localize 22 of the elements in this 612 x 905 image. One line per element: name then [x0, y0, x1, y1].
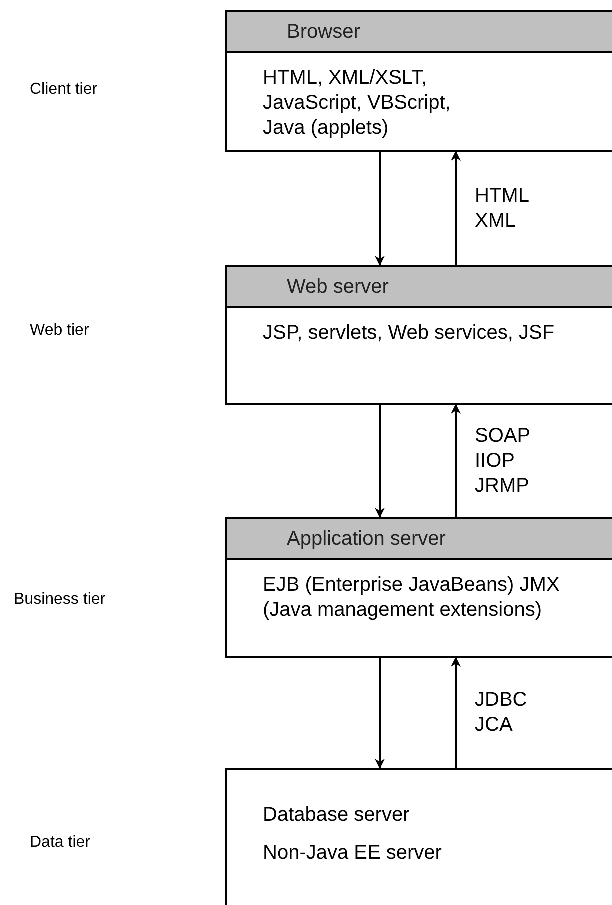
- tier-label: Business tier: [14, 590, 106, 610]
- box-text: Non-Java EE server: [263, 841, 443, 866]
- arrow: [375, 405, 385, 518]
- tier-label: Data tier: [30, 833, 90, 853]
- arrow: [451, 657, 461, 768]
- box-text: Database server: [263, 803, 411, 828]
- tier-label: Client tier: [30, 80, 98, 100]
- box-header: Browser: [227, 12, 612, 53]
- arrow: [451, 151, 461, 265]
- arrow: [375, 152, 385, 266]
- box-header: Application server: [227, 519, 612, 560]
- arrow: [375, 658, 385, 769]
- tier-box: [225, 517, 612, 658]
- box-header: Web server: [227, 267, 612, 308]
- tier-box: [225, 768, 612, 905]
- box-text: JSP, servlets, Web services, JSF: [263, 321, 556, 346]
- box-text: HTML, XML/XSLT, JavaScript, VBScript, Java (applets): [263, 66, 452, 141]
- arrow: [451, 404, 461, 517]
- box-text: EJB (Enterprise JavaBeans) JMX (Java management extensions): [263, 573, 561, 623]
- tier-box: [225, 265, 612, 405]
- tier-label: Web tier: [30, 321, 90, 341]
- tier-box: [225, 10, 612, 152]
